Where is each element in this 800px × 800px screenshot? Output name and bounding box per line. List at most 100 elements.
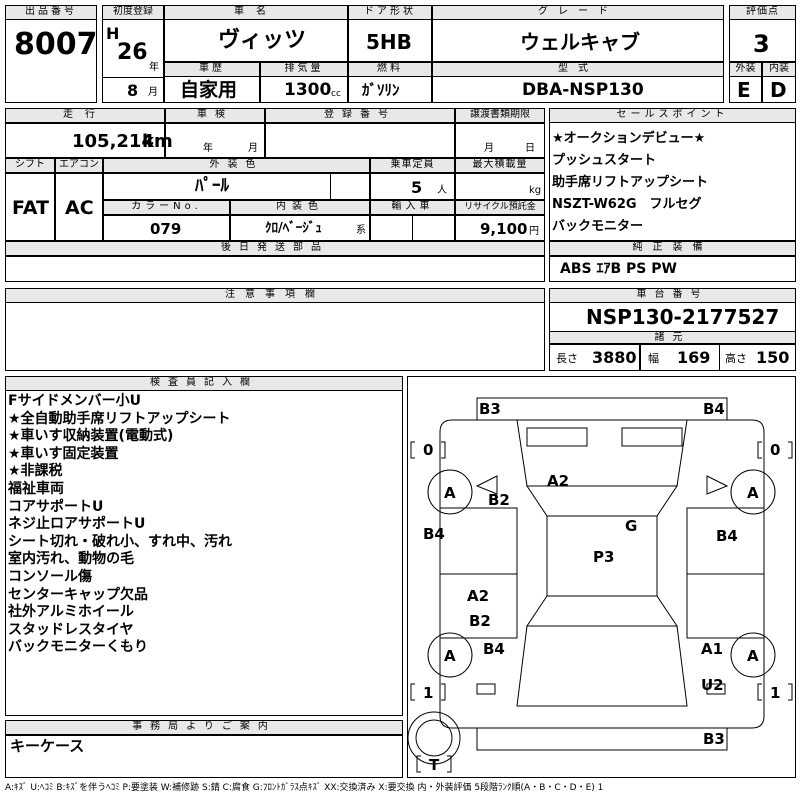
wheel-rl xyxy=(427,632,473,678)
remark-line: スタッドレスタイヤ xyxy=(8,621,134,638)
regno-cell xyxy=(265,123,455,158)
width: 169 xyxy=(677,348,711,367)
capacity-label: 乗車定員 xyxy=(370,158,455,173)
mark-left-rear-a: A2 xyxy=(467,587,489,605)
door-label: ドア形状 xyxy=(348,5,432,20)
office-title: 事務局よりご案内 xyxy=(5,720,403,735)
mark-roof: P3 xyxy=(593,548,614,566)
ac: AC xyxy=(65,197,94,219)
inspector-remarks: Fサイドメンバー小U ★全自動助手席リフトアップシート ★車いす収納装置(電動式… xyxy=(8,393,232,657)
rear-window xyxy=(526,595,678,627)
remark-line: センターキャップ欠品 xyxy=(8,586,148,603)
bracket-fl xyxy=(410,441,446,459)
wheel-fl xyxy=(427,469,473,515)
door-type: 5HB xyxy=(366,30,412,54)
colorno-label: カラーNo. xyxy=(103,200,230,215)
capacity-unit: 人 xyxy=(437,185,447,196)
recycle-label: リサイクル預託金 xyxy=(455,200,545,215)
disp-unit: cc xyxy=(331,89,341,99)
length-label: 長さ xyxy=(556,352,578,365)
left-front-door xyxy=(440,507,518,575)
chassis-title: 車台番号 xyxy=(549,288,796,303)
lot-label: 出品番号 xyxy=(5,5,97,20)
sales-point-item: ★オークションデビュー★ xyxy=(552,131,706,146)
transfer-cell xyxy=(455,123,545,158)
wheel-fr-mark: A xyxy=(747,484,759,502)
history: 自家用 xyxy=(180,79,238,101)
sales-point-list: ★オークションデビュー★ プッシュスタート 助手席リフトアップシート NSZT-… xyxy=(552,128,708,238)
import-label: 輸入車 xyxy=(370,200,455,215)
mark-right-rear-u: U2 xyxy=(701,676,724,694)
left-taillight xyxy=(476,683,496,695)
ext-grade: E xyxy=(737,78,751,102)
wheel-fl-mark: A xyxy=(444,484,456,502)
shift: FAT xyxy=(12,197,49,219)
model-label: 型式 xyxy=(432,62,724,77)
grade: ウェルキャブ xyxy=(520,30,640,54)
mark-front-right: B4 xyxy=(703,400,725,418)
int-label: 内装 xyxy=(762,62,796,77)
remark-line: 室内汚れ、動物の毛 xyxy=(8,551,135,568)
ac-cell xyxy=(55,173,103,241)
interior-unit: 系 xyxy=(356,225,366,236)
exterior-color: ﾊﾟｰﾙ xyxy=(195,176,229,196)
score: 3 xyxy=(753,30,770,58)
wheel-rr-mark: A xyxy=(747,647,759,665)
front-bumper xyxy=(476,397,728,421)
fuel-label: 燃料 xyxy=(348,62,432,77)
regno-label: 登録番号 xyxy=(265,108,455,123)
reg-era: H xyxy=(106,24,120,43)
length: 3880 xyxy=(592,348,637,367)
left-headlight xyxy=(526,427,588,447)
car-diagram: B3 B4 0 0 A A A2 B2 B4 B4 G P3 A2 B2 B4 … xyxy=(407,397,793,774)
spare-tire-inner xyxy=(415,719,453,757)
remark-line: シート切れ・破れ小、すれ中、汚れ xyxy=(8,533,232,550)
legend: A:ｷｽﾞ U:ﾍｺﾐ B:ｷｽﾞを伴うﾍｺﾐ P:要塗装 W:補修跡 S:錆 … xyxy=(5,783,604,793)
mileage-cell xyxy=(5,123,165,158)
remark-line: ★車いす固定装置 xyxy=(8,445,119,462)
ac-label: エアコン xyxy=(55,158,103,173)
remark-line: ★全自動助手席リフトアップシート xyxy=(8,410,231,427)
later-parts-cell xyxy=(5,256,545,282)
shift-label: シフト xyxy=(5,158,55,173)
colorno-cell xyxy=(103,215,230,241)
interior-color: ｸﾛ/ﾍﾞｰｼﾞｭ xyxy=(265,221,322,236)
mark-left-rear-quarter: B4 xyxy=(483,640,505,658)
remark-line: ★非課税 xyxy=(8,463,63,480)
remark-line: コアサポートU xyxy=(8,498,104,515)
reg-month-unit: 月 xyxy=(148,87,158,98)
spare-mark: T xyxy=(429,756,440,774)
model: DBA-NSP130 xyxy=(522,80,644,100)
office-box xyxy=(5,735,403,778)
left-rear-door xyxy=(440,573,518,639)
inspection-cell xyxy=(165,123,265,158)
tread-fl: 0 xyxy=(423,441,433,459)
int-grade: D xyxy=(770,78,787,102)
transfer-month-unit: 月 xyxy=(484,143,494,154)
sales-point-item: NSZT-W62G フルセグ xyxy=(552,197,702,212)
name-label: 車名 xyxy=(164,5,348,20)
equipment-title: 純正装備 xyxy=(549,241,796,256)
grade-label: グレード xyxy=(432,5,724,20)
wheel-rr xyxy=(730,632,776,678)
notes-title: 注意事項欄 xyxy=(5,288,545,303)
sales-point-item: 助手席リフトアップシート xyxy=(552,175,709,190)
remark-line: ネジ止ロアサポートU xyxy=(8,516,146,533)
mark-front-left: B3 xyxy=(479,400,501,418)
chassis-number: NSP130-2177527 xyxy=(586,305,780,329)
ext-label: 外装 xyxy=(729,62,762,77)
remark-line: ★車いす収納装置(電動式) xyxy=(8,428,174,445)
office-note: キーケース xyxy=(10,737,85,755)
recycle-fee: 9,100 xyxy=(480,220,528,238)
mileage-label: 走行 xyxy=(5,108,165,123)
load-unit: kg xyxy=(529,185,542,196)
wheel-rl-mark: A xyxy=(444,647,456,665)
mark-windshield: G xyxy=(625,517,637,535)
color-subcell xyxy=(330,173,370,200)
rear-hatch xyxy=(516,625,688,707)
mileage: 105,214 xyxy=(72,131,154,152)
shift-cell xyxy=(5,173,55,241)
transfer-label: 譲渡書類期限 xyxy=(455,108,545,123)
import-subcell xyxy=(412,215,455,241)
